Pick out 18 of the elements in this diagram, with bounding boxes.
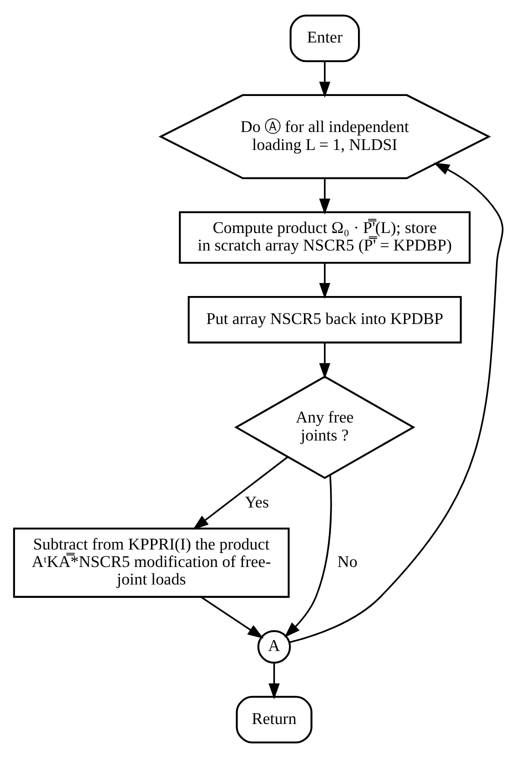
node-box: Subtract from KPPRI(I) the product AᵗKA̿*NSCR5 modification of free-joint loads [12,528,290,598]
arrow [268,663,280,700]
arrow [318,178,330,215]
arrow [288,162,503,644]
edge-label: No [336,552,357,572]
node-box: Return [235,696,312,744]
node-circle: A [256,630,290,664]
arrow [318,342,330,380]
arrow [318,61,330,98]
arrow [192,456,288,530]
arrow [200,596,264,639]
arrow [318,263,330,299]
node-diamond: Any free joints ? [234,376,415,479]
node-box: Put array NSCR5 back into KPDBP [187,296,462,344]
node-box: Compute product Ω₀ · P̿'(L); store in scratch array NSCR5 (P̿' = KPDBP) [178,211,470,264]
node-box: Enter [289,14,360,62]
edge-label: Yes [244,492,268,512]
arrow [284,474,332,638]
